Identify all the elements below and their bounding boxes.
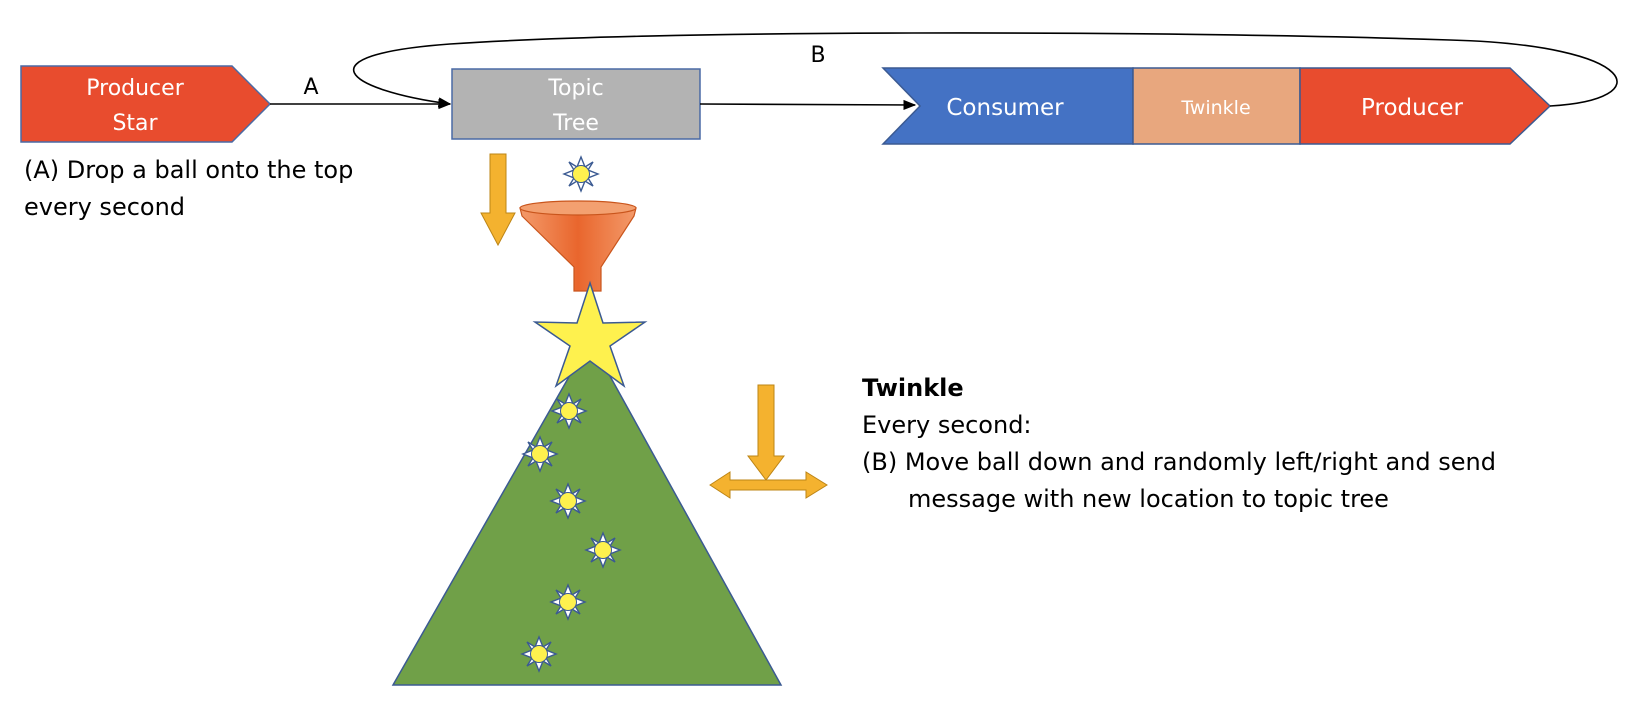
- tree-shape: [391, 338, 783, 686]
- note-b-step: (B) Move ball down and randomly left/rig…: [862, 448, 1496, 513]
- left-right-arrow-icon: [709, 471, 828, 499]
- down-arrow-icon: [480, 153, 516, 247]
- sun-ball-icon: [563, 156, 599, 192]
- note-b-title: Twinkle: [862, 374, 964, 402]
- twinkle-label: Twinkle: [1180, 97, 1250, 119]
- edge-a-label: A: [303, 75, 318, 100]
- producer-star-node: Producer Star: [20, 65, 272, 143]
- note-b: Twinkle Every second: (B) Move ball down…: [862, 370, 1582, 518]
- sun-ball-icon: [550, 483, 586, 519]
- note-a-text: (A) Drop a ball onto the top every secon…: [24, 156, 354, 221]
- star-icon: [532, 280, 648, 389]
- topic-tree-label-line1: Topic: [547, 76, 603, 101]
- sun-ball-icon: [522, 436, 558, 472]
- down-arrow-icon: [747, 384, 785, 481]
- edge-b-label: B: [810, 43, 825, 68]
- edge-topic-to-consumer-arrow: [699, 99, 917, 111]
- producer-star-label-line2: Star: [112, 111, 158, 136]
- sun-ball-icon: [585, 532, 621, 568]
- edge-b-loop-arrow: [352, 32, 1618, 108]
- producer-node: Producer: [1299, 67, 1552, 145]
- topic-tree-node: Topic Tree: [451, 68, 701, 140]
- note-b-subtitle: Every second:: [862, 411, 1032, 439]
- funnel-icon: [519, 200, 637, 292]
- sun-ball-icon: [521, 636, 557, 672]
- twinkle-node: Twinkle: [1132, 67, 1301, 145]
- producer-star-label-line1: Producer: [86, 76, 184, 101]
- topic-tree-label-line2: Tree: [552, 111, 599, 136]
- sun-ball-icon: [551, 393, 587, 429]
- consumer-label: Consumer: [946, 95, 1064, 121]
- producer-label: Producer: [1361, 95, 1463, 121]
- consumer-node: Consumer: [881, 67, 1134, 145]
- sun-ball-icon: [550, 584, 586, 620]
